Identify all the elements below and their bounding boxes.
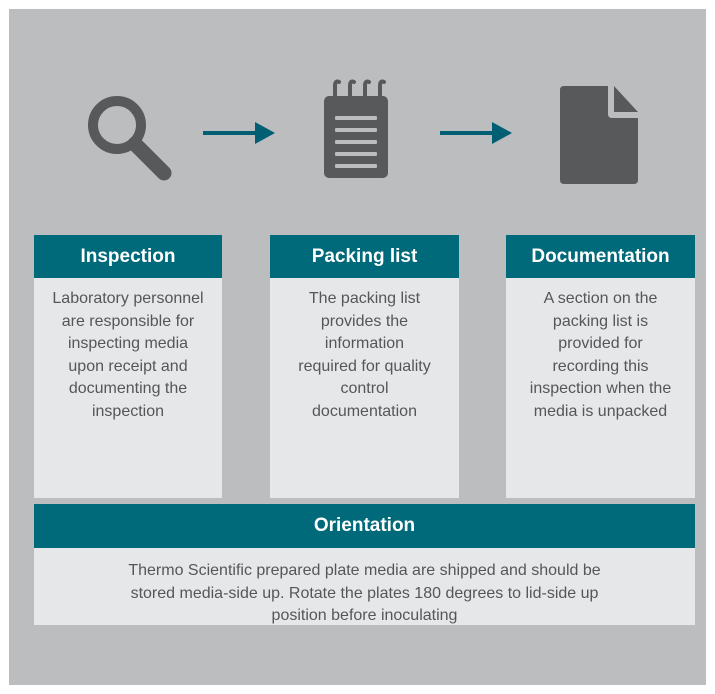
document-icon [560,86,638,184]
orientation-card: Orientation Thermo Scientific prepared p… [34,504,695,625]
arrow-right-icon [203,122,275,144]
card-description: The packing list provides the informatio… [270,278,459,498]
documentation-card: Documentation A section on the packing l… [506,235,695,498]
card-description: Laboratory personnel are responsible for… [34,278,222,498]
packing-list-card: Packing list The packing list provides t… [270,235,459,498]
notepad-icon [324,79,388,178]
card-title: Packing list [270,235,459,278]
card-title: Orientation [34,504,695,548]
card-description: Thermo Scientific prepared plate media a… [34,548,695,625]
inspection-card: Inspection Laboratory personnel are resp… [34,235,222,498]
arrow-right-icon [440,122,512,144]
card-description: A section on the packing list is provide… [506,278,695,498]
magnifier-icon [88,96,172,181]
card-title: Documentation [506,235,695,278]
card-title: Inspection [34,235,222,278]
